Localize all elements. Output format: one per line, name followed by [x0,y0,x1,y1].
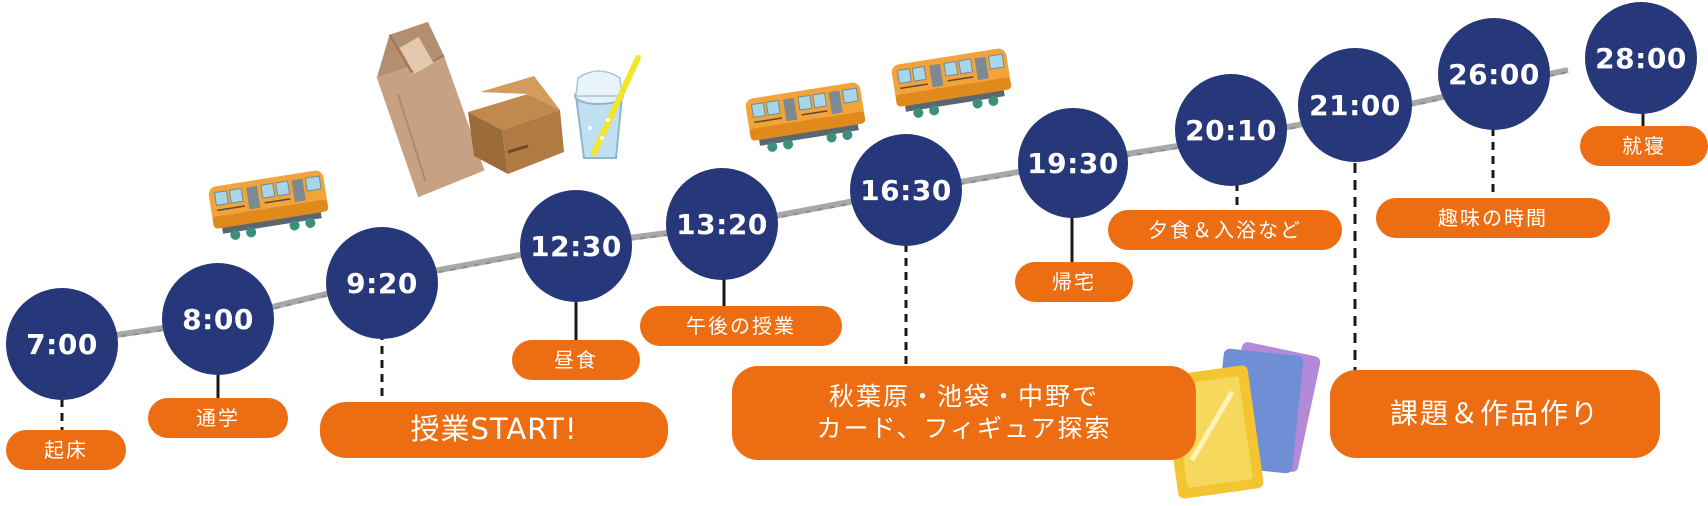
activity-label: 昼食 [512,340,640,380]
activity-label: 課題＆作品作り [1330,370,1660,458]
time-node: 19:30 [1018,108,1128,218]
time-node: 8:00 [162,263,274,375]
time-text: 19:30 [1027,146,1119,180]
activity-label: 授業START! [320,402,668,458]
activity-label: 秋葉原・池袋・中野で カード、フィギュア探索 [732,366,1196,460]
activity-label: 趣味の時間 [1376,198,1610,238]
time-text: 21:00 [1309,88,1401,122]
activity-label: 起床 [6,430,126,470]
activity-label: 就寝 [1580,126,1708,166]
connectors [60,110,1645,430]
time-text: 28:00 [1595,41,1687,75]
activity-label: 帰宅 [1015,262,1133,302]
time-node: 12:30 [520,190,632,302]
time-node: 28:00 [1585,2,1697,114]
activity-label: 通学 [148,398,288,438]
takeout-box-illustration [468,76,564,174]
time-node: 21:00 [1298,48,1412,162]
activity-label: 夕食＆入浴など [1108,210,1342,250]
time-text: 12:30 [530,229,622,263]
time-node: 26:00 [1438,18,1550,130]
activity-label: 午後の授業 [640,306,842,346]
time-text: 20:10 [1185,113,1277,147]
time-node: 9:20 [326,227,438,339]
time-text: 9:20 [346,266,418,300]
time-text: 7:00 [26,327,98,361]
time-node: 7:00 [6,288,118,400]
time-node: 20:10 [1175,74,1287,186]
time-text: 8:00 [182,302,254,336]
time-text: 16:30 [860,173,952,207]
time-text: 26:00 [1448,57,1540,91]
activity-label-line: カード、フィギュア探索 [816,414,1112,443]
time-node: 13:20 [666,168,778,280]
train-illustration [889,46,1015,122]
train-illustration [743,80,869,156]
activity-label-line: 秋葉原・池袋・中野で [828,381,1099,411]
time-node: 16:30 [850,134,962,246]
train-illustration [206,168,332,244]
time-text: 13:20 [676,207,768,241]
drink-cup-illustration [574,55,641,159]
paper-bag-illustration [376,21,485,198]
